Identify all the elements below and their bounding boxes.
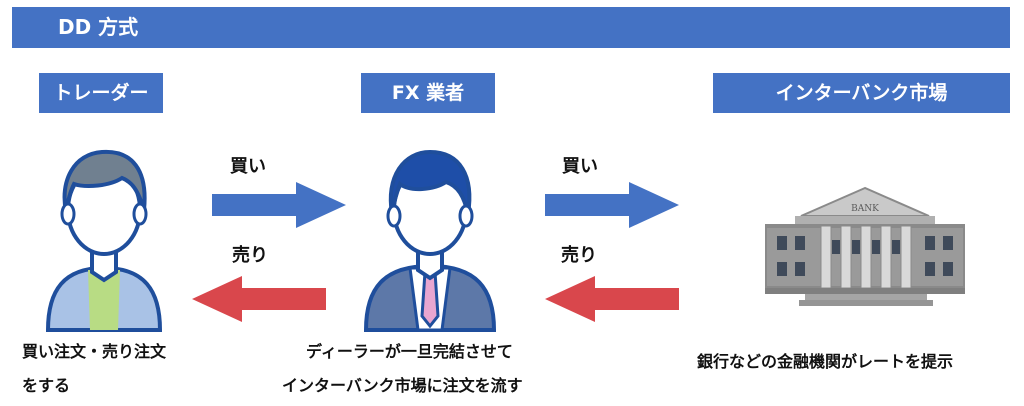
buy-label-1: 買い xyxy=(230,156,266,177)
bank-caption: 銀行などの金融機関がレートを提示 xyxy=(697,352,954,371)
interbank-market-label: インターバンク市場 xyxy=(775,82,948,104)
trader-caption-line2: をする xyxy=(22,376,71,395)
trader-caption-line1: 買い注文・売り注文 xyxy=(22,342,167,361)
bank-building-icon: BANK xyxy=(765,186,965,306)
trader-label-box: トレーダー xyxy=(39,73,163,113)
fx-caption-line1: ディーラーが一旦完結させて xyxy=(306,342,513,361)
fx-caption-line2: インターバンク市場に注文を流す xyxy=(282,376,523,395)
fx-to-trader-sell-arrow xyxy=(192,276,326,322)
bank-sign-text: BANK xyxy=(851,204,879,214)
market-to-fx-sell-arrow xyxy=(545,276,679,322)
fx-dealer-person-icon xyxy=(363,149,497,332)
title-banner: DD 方式 xyxy=(12,7,1010,48)
trader-to-fx-buy-arrow xyxy=(212,182,346,228)
fx-dealer-label-box: FX 業者 xyxy=(361,73,495,113)
trader-person-icon xyxy=(45,149,163,332)
sell-label-2: 売り xyxy=(561,245,597,266)
fx-to-market-buy-arrow xyxy=(545,182,679,228)
title-text: DD 方式 xyxy=(58,15,139,39)
trader-label: トレーダー xyxy=(53,82,149,104)
fx-dealer-label: FX 業者 xyxy=(391,82,465,104)
interbank-market-label-box: インターバンク市場 xyxy=(713,73,1010,113)
buy-label-2: 買い xyxy=(562,156,598,177)
sell-label-1: 売り xyxy=(232,245,268,266)
